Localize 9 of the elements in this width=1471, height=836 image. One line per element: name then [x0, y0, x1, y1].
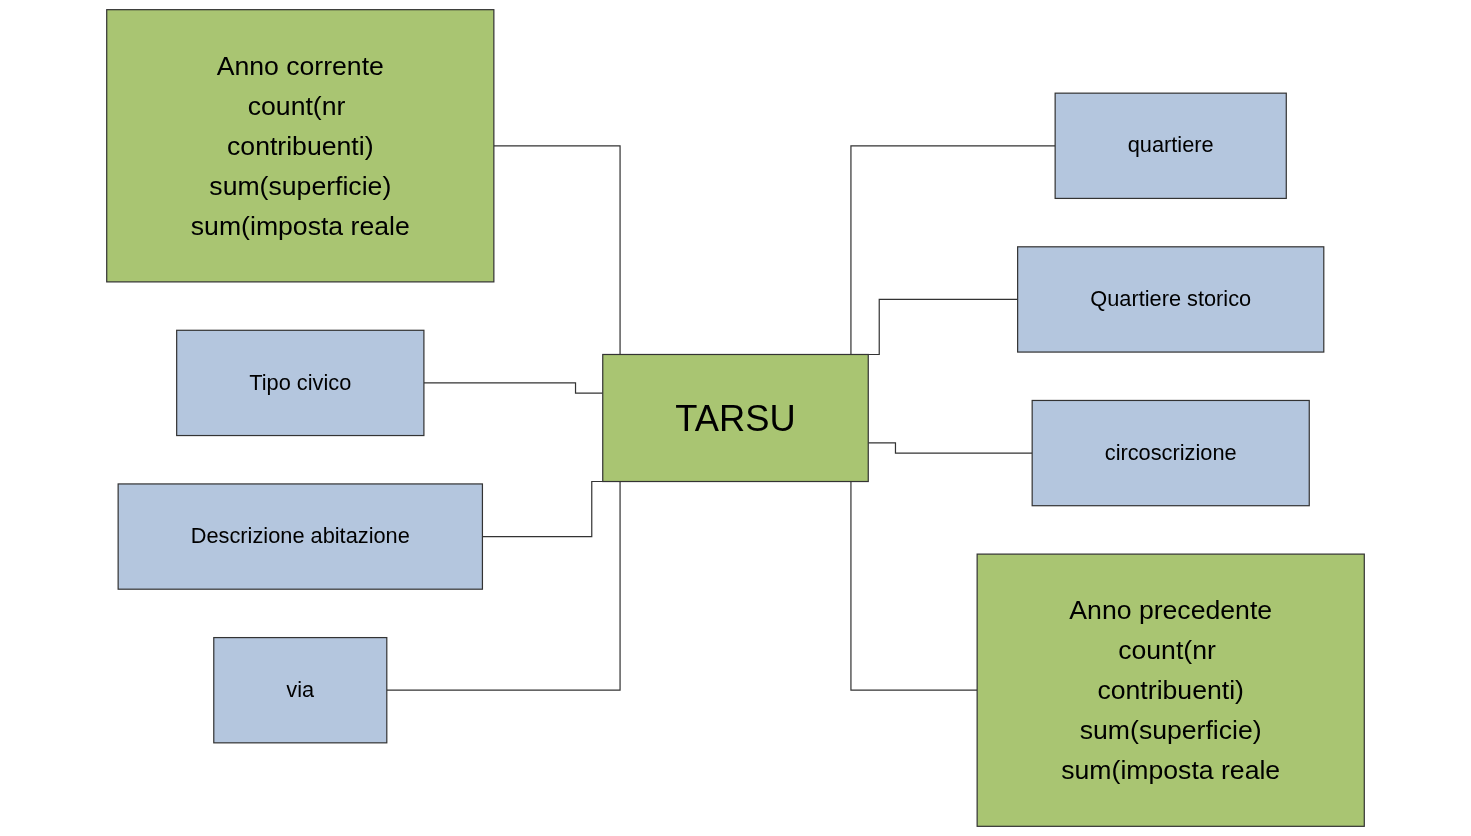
node-box: TARSU — [602, 353, 869, 483]
node-box: Descrizione abitazione — [117, 483, 484, 590]
node-box: via — [213, 637, 388, 744]
node-box: quartiere — [1054, 92, 1287, 199]
node-box: Anno precedente count(nr contribuenti) sum(superficie) sum(imposta reale — [976, 553, 1365, 827]
node-box: circoscrizione — [1031, 399, 1310, 507]
node-box: Quartiere storico — [1017, 246, 1325, 353]
node-box: Tipo civico — [176, 329, 425, 437]
node-box: Anno corrente count(nr contribuenti) sum(superficie) sum(imposta reale — [106, 9, 495, 283]
